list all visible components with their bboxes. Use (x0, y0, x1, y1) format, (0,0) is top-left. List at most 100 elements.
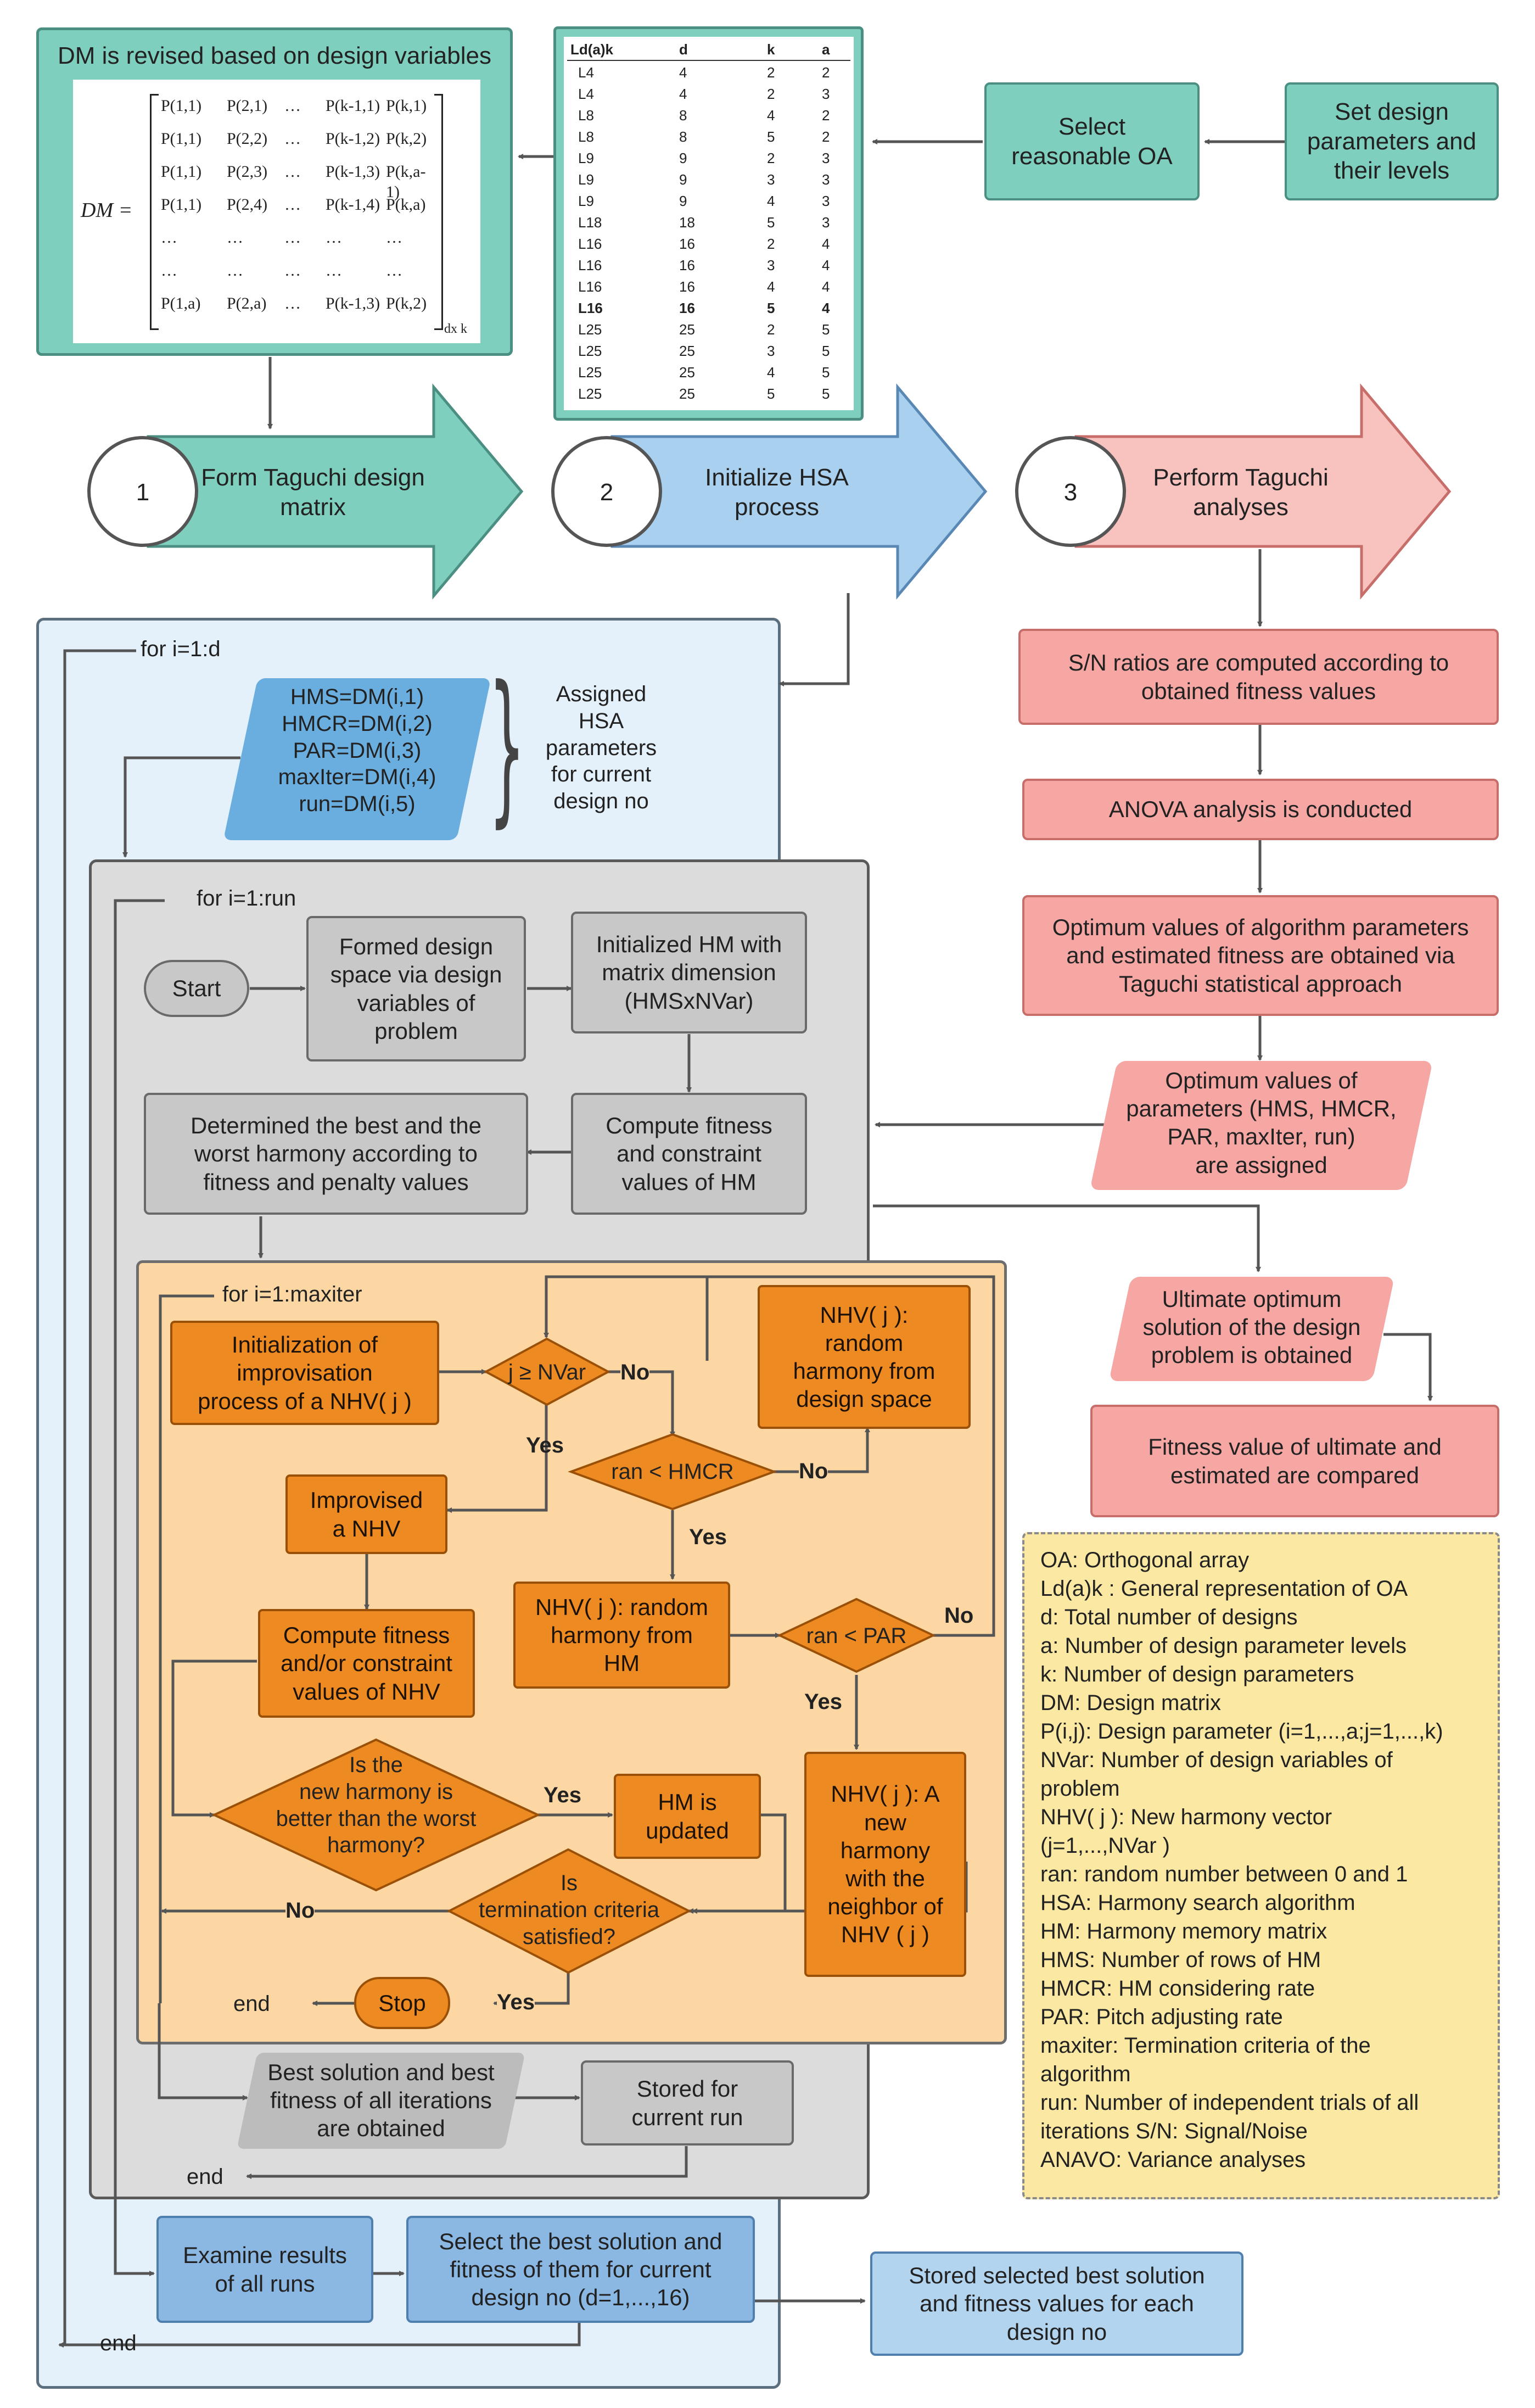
matrix-cell: P(2,3) (227, 163, 268, 181)
examine-results-box: Examine results of all runs (156, 2216, 373, 2323)
matrix-cell: P(2,4) (227, 195, 268, 214)
compare-fitness-box: Fitness value of ultimate and estimated … (1090, 1405, 1499, 1517)
run-loop-label: for i=1:run (197, 886, 296, 910)
oa-cell: L9 (578, 150, 594, 166)
oa-cell: 3 (822, 86, 830, 102)
oa-cell: 5 (767, 385, 775, 402)
oa-cell: L25 (578, 385, 602, 402)
cond-j-text: j ≥ NVar (508, 1360, 586, 1384)
oa-cell: L4 (578, 64, 594, 81)
oa-header-cell: a (822, 41, 830, 58)
oa-cell: 25 (679, 385, 695, 402)
oa-cell: 2 (767, 150, 775, 166)
compute-nhv-box: Compute fitness and/or constraint values… (258, 1609, 475, 1718)
step-number: 1 (136, 479, 150, 506)
termination-text: Is termination criteria satisfied? (478, 1871, 659, 1949)
oa-cell: L8 (578, 107, 594, 124)
oa-cell: L8 (578, 128, 594, 145)
oa-cell: L16 (578, 236, 602, 252)
matrix-cells: P(1,1)P(2,1)…P(k-1,1)P(k,1)P(1,1)P(2,2)…… (161, 96, 435, 327)
oa-cell: 4 (767, 107, 775, 124)
legend-item: HM: Harmony memory matrix (1040, 1919, 1327, 1943)
oa-cell: L9 (578, 171, 594, 188)
matrix-bracket-left (150, 94, 159, 330)
oa-cell: 4 (822, 257, 830, 273)
legend-panel (1022, 1532, 1500, 2199)
step-arrow-shape (147, 383, 524, 600)
label-no-termination: No (285, 1897, 315, 1924)
termination-diamond (446, 1848, 692, 1974)
hm-updated-box: HM is updated (614, 1774, 761, 1859)
legend-item: NVar: Number of design variables of prob… (1040, 1748, 1393, 1801)
label-no-hmcr: No (799, 1458, 828, 1485)
matrix-cell: … (284, 130, 301, 148)
legend-item: HMCR: HM considering rate (1040, 1976, 1315, 2001)
step-number-circle (1015, 436, 1126, 547)
matrix-cell: P(1,1) (161, 195, 202, 214)
select-oa-box: Select reasonable OA (984, 82, 1200, 200)
legend-item: HSA: Harmony search algorithm (1040, 1891, 1355, 1915)
oa-cell: 25 (679, 321, 695, 338)
matrix-cell: … (284, 294, 301, 312)
step-label: Initialize HSA process (705, 464, 849, 521)
dm-box-title: DM is revised based on design variables (58, 42, 491, 69)
oa-cell: L9 (578, 193, 594, 209)
matrix-cell: P(1,1) (161, 97, 202, 115)
matrix-cell: … (284, 195, 301, 214)
outer-loop-label: for i=1:d (141, 637, 221, 661)
oa-cell: 4 (679, 64, 687, 81)
dm-label: DM = (81, 199, 133, 222)
best-solution-text: Best solution and best fitness of all it… (267, 2059, 495, 2142)
matrix-cell: … (227, 228, 243, 247)
par-text: ran < PAR (806, 1624, 907, 1648)
hmcr-text: ran < HMCR (611, 1460, 734, 1484)
matrix-cell: … (386, 261, 402, 280)
anova-box: ANOVA analysis is conducted (1022, 779, 1499, 840)
init-nhv-box: Initialization of improvisation process … (170, 1321, 439, 1425)
cond-j-diamond (483, 1337, 611, 1406)
oa-header-cell: k (767, 41, 775, 58)
matrix-cell: … (386, 228, 402, 247)
oa-cell: L16 (578, 257, 602, 273)
set-parameters-box: Set design parameters and their levels (1285, 82, 1499, 200)
legend-item: ran: random number between 0 and 1 (1040, 1862, 1408, 1886)
legend-item: NHV( j ): New harmony vector (j=1,...,NV… (1040, 1805, 1332, 1858)
oa-cell: 2 (822, 107, 830, 124)
assigned-note: Assigned HSA parameters for current desi… (545, 682, 657, 814)
assign-text: HMS=DM(i,1) HMCR=DM(i,2) PAR=DM(i,3) max… (278, 685, 436, 817)
step-arrow-shape (1074, 383, 1452, 600)
hmcr-diamond (568, 1433, 777, 1511)
oa-cell: L16 (578, 278, 602, 295)
matrix-cell: P(k-1,1) (326, 97, 380, 115)
oa-cell: 4 (767, 278, 775, 295)
iter-end-label: end (233, 1992, 270, 2016)
oa-cell: L25 (578, 343, 602, 359)
improvised-nhv-box: Improvised a NHV (285, 1474, 447, 1554)
select-best-box: Select the best solution and fitness of … (406, 2216, 755, 2323)
matrix-cell: … (326, 261, 342, 280)
oa-cell: 2 (767, 321, 775, 338)
dm-box: DM is revised based on design variables … (36, 27, 513, 356)
matrix-cell: P(k-1,3) (326, 163, 380, 181)
oa-cell: 5 (822, 343, 830, 359)
matrix-cell: P(k-1,4) (326, 195, 380, 214)
oa-cell: L16 (578, 300, 603, 316)
label-yes-par: Yes (804, 1690, 842, 1714)
matrix-cell: P(1,1) (161, 130, 202, 148)
matrix-cell: P(k,2) (386, 294, 427, 312)
step-number: 2 (600, 479, 614, 506)
oa-cell: 5 (767, 214, 775, 231)
matrix-bracket-right (434, 94, 443, 330)
oa-cell: 4 (679, 86, 687, 102)
oa-cell: 5 (822, 364, 830, 381)
design-matrix: DM = dx k P(1,1)P(2,1)…P(k-1,1)P(k,1)P(1… (73, 80, 480, 343)
oa-cell: 8 (679, 128, 687, 145)
best-worst-box: Determined the best and the worst harmon… (144, 1093, 528, 1215)
matrix-cell: P(k,2) (386, 130, 427, 148)
init-hm-box: Initialized HM with matrix dimension (HM… (571, 912, 807, 1033)
par-diamond (777, 1597, 936, 1673)
label-yes-cond-j: Yes (526, 1433, 564, 1457)
